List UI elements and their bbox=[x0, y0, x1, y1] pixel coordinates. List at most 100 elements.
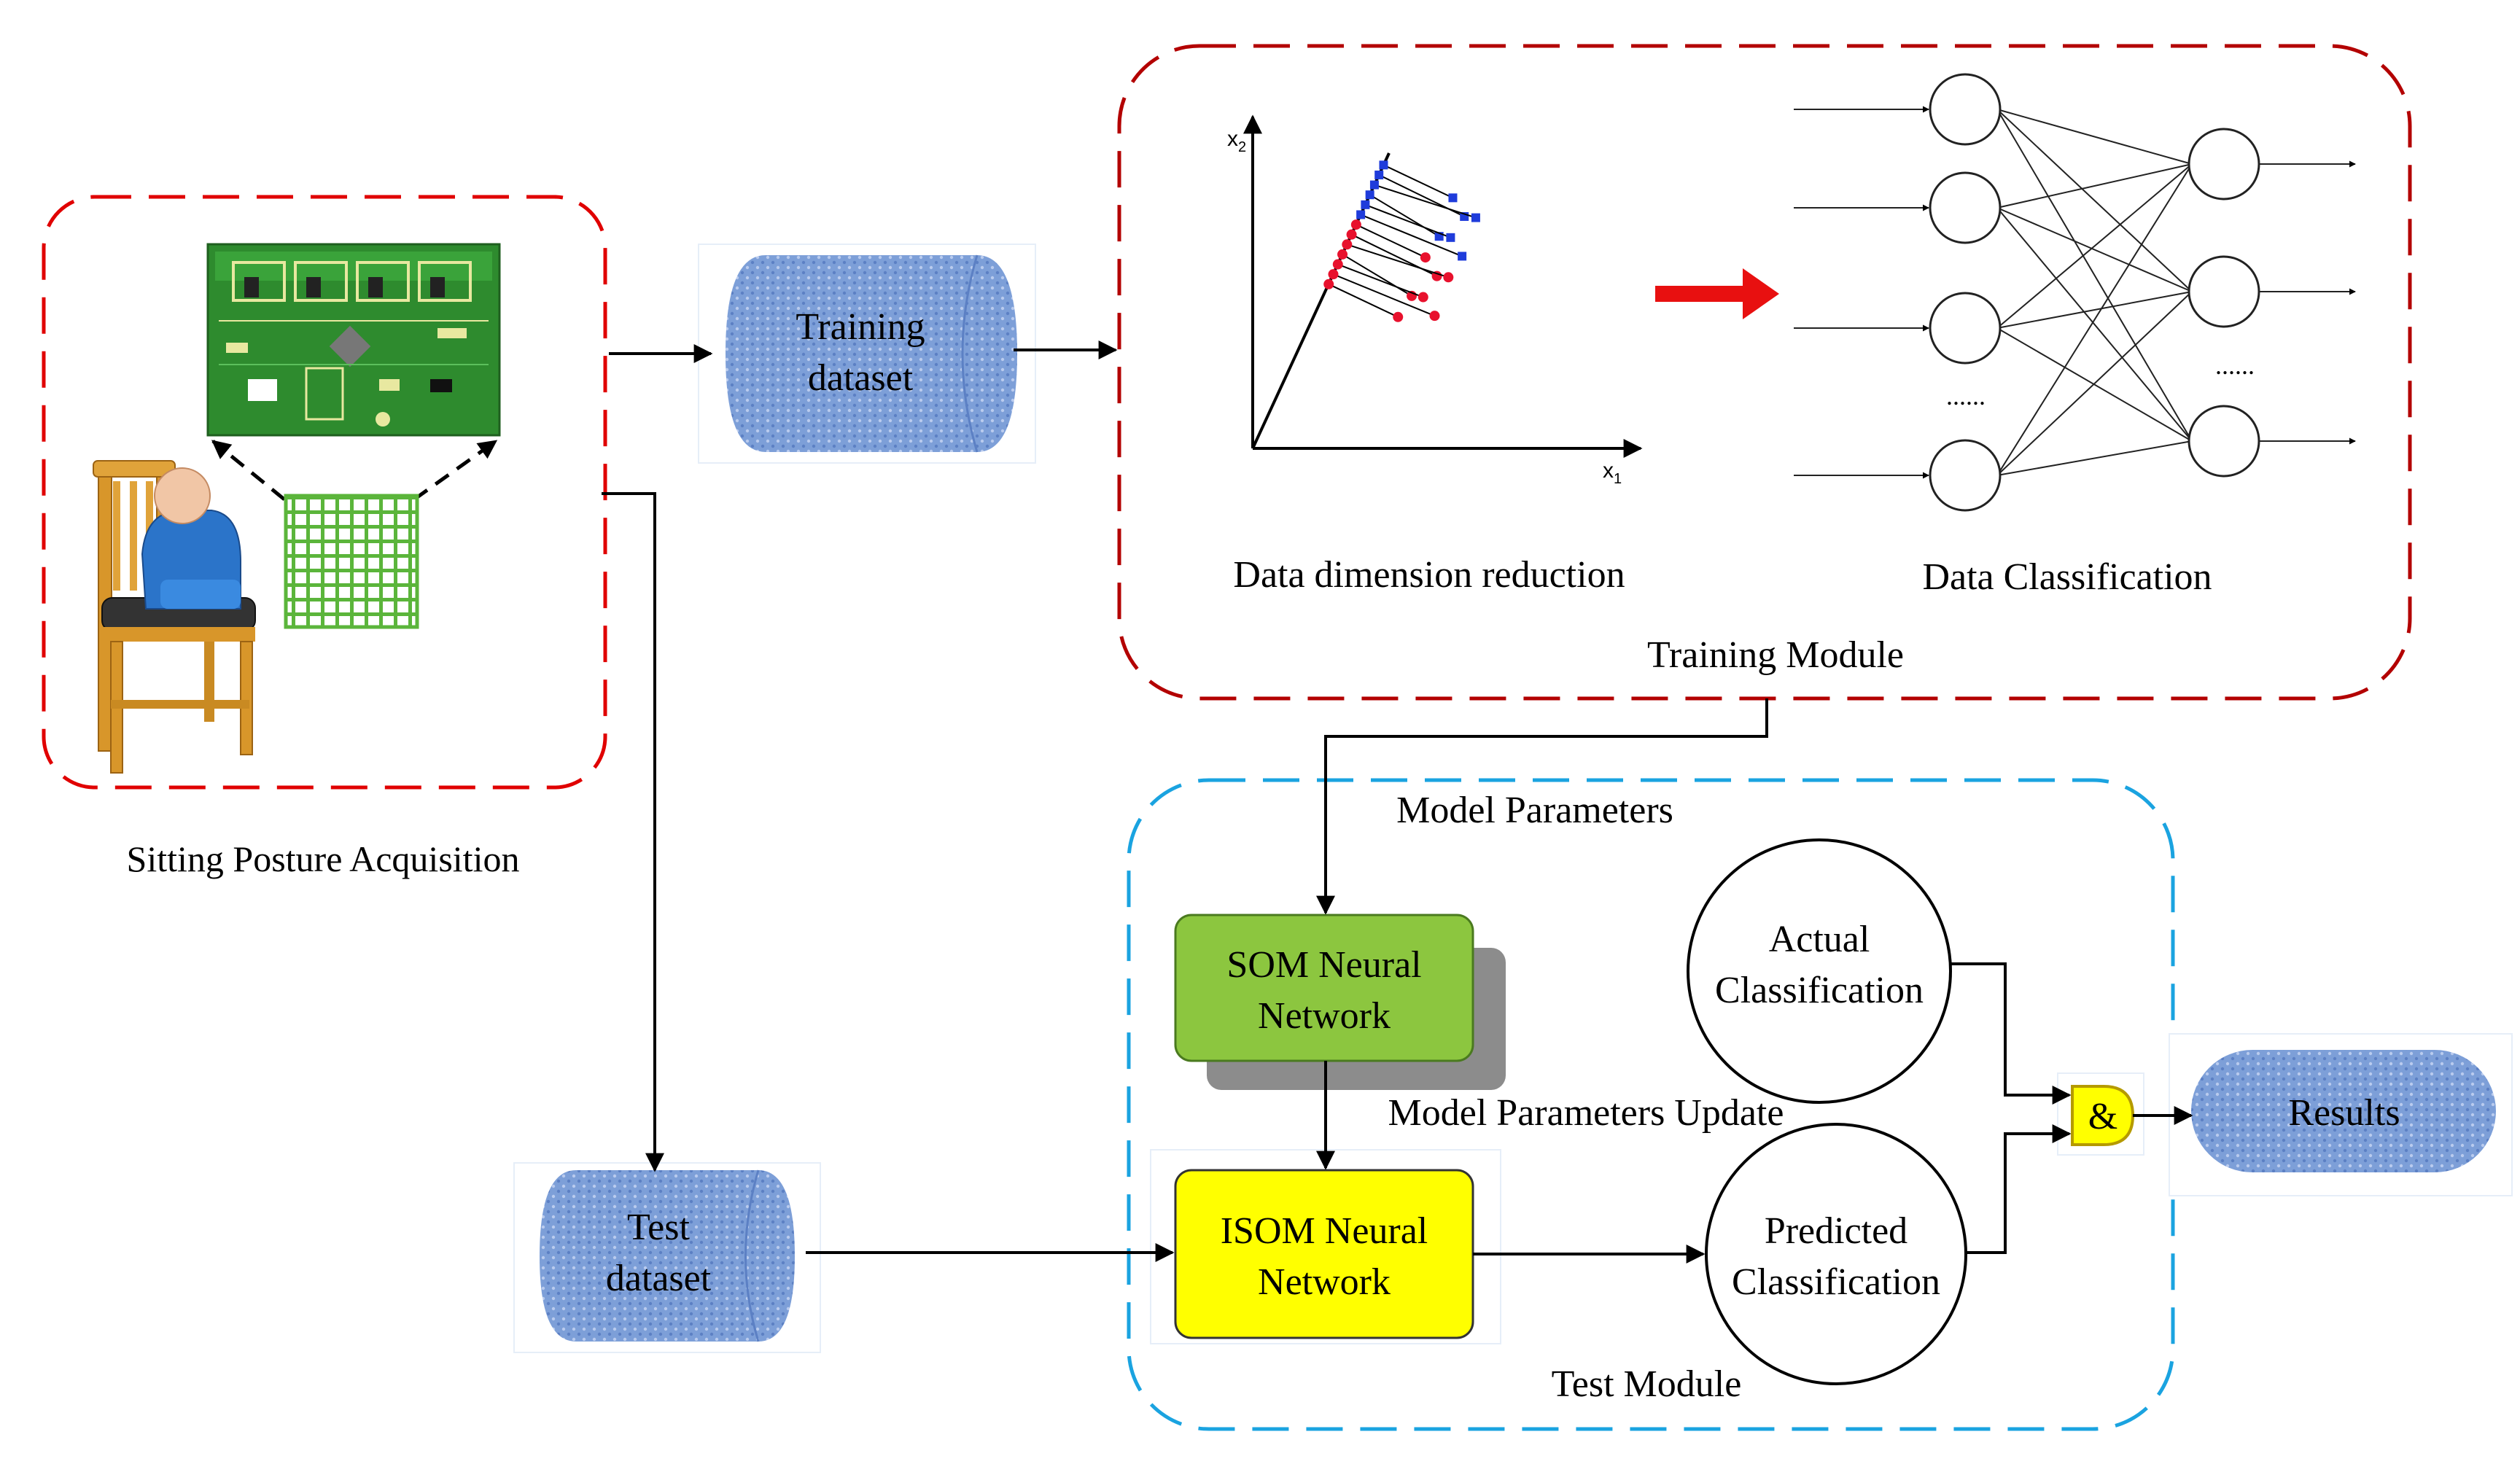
network-connection bbox=[1996, 207, 2193, 442]
projected-point-red bbox=[1323, 279, 1334, 289]
results-node: Results bbox=[2169, 1033, 2513, 1196]
projection-line bbox=[1333, 273, 1435, 317]
test-module-title: Test Module bbox=[1552, 1363, 1742, 1405]
network-connection bbox=[1996, 291, 2193, 476]
training-dataset-line1: Training bbox=[796, 306, 925, 348]
input-ellipsis: ...... bbox=[1946, 381, 1986, 410]
isom-node bbox=[1174, 1169, 1474, 1339]
predicted-line1: Predicted bbox=[1765, 1210, 1908, 1252]
arrow-module-to-som bbox=[1316, 698, 1768, 915]
arrow-predicted-to-and bbox=[1966, 1124, 2072, 1254]
projected-point-red bbox=[1346, 229, 1357, 240]
som-line2: Network bbox=[1258, 995, 1391, 1037]
classification-label: Data Classification bbox=[1922, 556, 2212, 598]
projection-line bbox=[1360, 214, 1463, 257]
isom-line1: ISOM Neural bbox=[1221, 1210, 1428, 1252]
predicted-classification-node bbox=[1705, 1123, 1967, 1385]
projection-line bbox=[1374, 184, 1477, 219]
training-module: x2 x1 ...... ...... Data dimension reduc… bbox=[1117, 44, 2412, 701]
sample-point-blue bbox=[1446, 233, 1455, 242]
network-connection bbox=[1996, 327, 2193, 442]
network-connection bbox=[1996, 109, 2193, 442]
projection-line bbox=[1347, 244, 1449, 279]
projected-point-red bbox=[1332, 259, 1343, 270]
som-line1: SOM Neural bbox=[1226, 944, 1421, 986]
projected-point-blue bbox=[1361, 200, 1370, 209]
output-neuron bbox=[2188, 128, 2260, 200]
input-neuron bbox=[1929, 439, 2002, 512]
arrow-actual-to-and bbox=[1951, 962, 2072, 1105]
projected-point-red bbox=[1350, 219, 1361, 230]
test-module: SOM Neural Network ISOM Neural Network A… bbox=[1127, 778, 2175, 1431]
sample-point-red bbox=[1443, 272, 1454, 283]
and-gate-icon: & bbox=[2057, 1072, 2144, 1156]
acquisition-panel: Sitting Posture Acquisition bbox=[42, 195, 607, 879]
network-connection bbox=[1996, 291, 2193, 329]
dimension-reduction-plot: x2 x1 bbox=[1227, 114, 1643, 487]
input-neuron bbox=[1929, 292, 2002, 365]
predicted-line2: Classification bbox=[1732, 1261, 1940, 1303]
sample-point-blue bbox=[1471, 213, 1480, 222]
sensor-link-left bbox=[211, 440, 286, 501]
test-dataset-line2: dataset bbox=[606, 1258, 712, 1299]
sensor-link-right bbox=[413, 439, 498, 502]
sample-point-red bbox=[1418, 292, 1428, 303]
projected-point-blue bbox=[1374, 170, 1384, 179]
actual-line2: Classification bbox=[1715, 970, 1924, 1011]
projection-line bbox=[1365, 203, 1451, 238]
actual-line1: Actual bbox=[1769, 919, 1870, 960]
network-connection bbox=[1996, 109, 2193, 292]
training-dataset-line2: dataset bbox=[808, 357, 914, 399]
pressure-sensor-grid bbox=[284, 494, 419, 629]
projection-line bbox=[1383, 164, 1453, 199]
sample-point-blue bbox=[1458, 252, 1467, 261]
isom-line2: Network bbox=[1258, 1261, 1391, 1303]
sample-point-red bbox=[1393, 311, 1404, 322]
input-neuron bbox=[1929, 73, 2002, 146]
som-node bbox=[1174, 914, 1474, 1062]
output-neuron bbox=[2188, 405, 2260, 478]
projected-point-red bbox=[1342, 239, 1353, 250]
network-connection bbox=[1996, 163, 2193, 209]
results-label: Results bbox=[2288, 1092, 2400, 1134]
arrow-acq-to-test bbox=[602, 492, 664, 1172]
sample-point-red bbox=[1429, 311, 1440, 322]
acquisition-caption: Sitting Posture Acquisition bbox=[127, 838, 520, 879]
sample-point-red bbox=[1420, 252, 1431, 263]
projection-line bbox=[1356, 224, 1426, 258]
actual-classification-node bbox=[1687, 838, 1952, 1104]
connectors bbox=[602, 340, 2193, 1264]
model-parameters-label: Model Parameters bbox=[1396, 790, 1673, 831]
projected-point-red bbox=[1328, 269, 1339, 280]
dim-reduction-label: Data dimension reduction bbox=[1233, 554, 1625, 596]
test-dataset-line1: Test bbox=[627, 1207, 690, 1248]
network-connection bbox=[1996, 163, 2193, 329]
neural-network-diagram bbox=[1794, 73, 2356, 512]
network-connection bbox=[1996, 440, 2193, 476]
pcb-board-image bbox=[206, 243, 501, 437]
training-module-title: Training Module bbox=[1647, 634, 1904, 676]
chair-person-image bbox=[93, 460, 256, 774]
projection-line bbox=[1369, 194, 1440, 238]
projected-point-blue bbox=[1379, 160, 1388, 170]
projection-line bbox=[1337, 263, 1424, 298]
projection-line bbox=[1342, 254, 1412, 297]
sample-point-red bbox=[1431, 270, 1442, 281]
output-neuron bbox=[2188, 255, 2260, 328]
projection-line bbox=[1328, 283, 1399, 318]
training-dataset-node: Training dataset bbox=[698, 244, 1036, 464]
output-ellipsis: ...... bbox=[2215, 351, 2255, 380]
projected-point-blue bbox=[1356, 210, 1366, 219]
projected-point-blue bbox=[1365, 190, 1374, 200]
training-module-border bbox=[1117, 44, 2412, 701]
axis-x-label: x1 bbox=[1603, 459, 1622, 487]
input-neuron bbox=[1929, 171, 2002, 244]
model-parameters-update-label: Model Parameters Update bbox=[1388, 1092, 1784, 1134]
network-connection bbox=[1996, 163, 2193, 476]
network-connection bbox=[1996, 207, 2193, 292]
red-arrow-icon bbox=[1655, 268, 1779, 319]
axis-y-label: x2 bbox=[1227, 127, 1246, 155]
sample-point-blue bbox=[1448, 193, 1458, 203]
test-dataset-node: Test dataset bbox=[513, 1162, 821, 1353]
